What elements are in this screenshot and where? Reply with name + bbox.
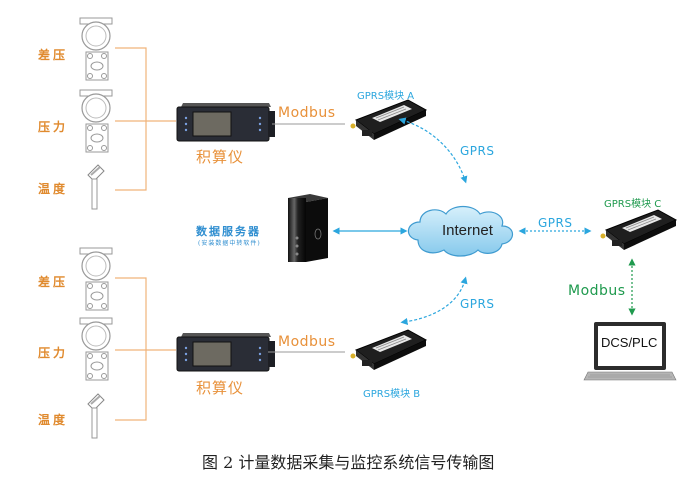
group-b-sensors bbox=[79, 247, 176, 439]
gprs-label-c: GPRS bbox=[538, 216, 573, 230]
group-a-sensors bbox=[79, 17, 176, 210]
gprs-label-a: GPRS bbox=[460, 144, 495, 158]
pressure-transmitter-icon bbox=[79, 89, 113, 153]
pressure-transmitter-icon bbox=[79, 17, 113, 81]
gprs-module-c-label: GPRS模块 C bbox=[604, 199, 662, 210]
pressure-transmitter-icon bbox=[79, 247, 113, 311]
temperature-sensor-icon bbox=[87, 164, 105, 210]
flow-computer-icon bbox=[176, 103, 275, 142]
sensor-wires bbox=[115, 47, 176, 191]
modbus-label-c: Modbus bbox=[568, 283, 626, 299]
flow-computer-label-b: 积算仪 bbox=[196, 379, 245, 397]
temperature-sensor-icon bbox=[87, 393, 105, 439]
dcs-plc-label: DCS/PLC bbox=[601, 335, 658, 350]
modbus-label-b: Modbus bbox=[278, 334, 336, 350]
gprs-module-c-icon bbox=[600, 209, 678, 250]
gprs-link-b[interactable] bbox=[400, 276, 468, 326]
server-title: 数据服务器 bbox=[196, 225, 261, 238]
sensor-label-temperature-a: 温度 bbox=[38, 182, 69, 196]
gprs-module-b-icon bbox=[350, 329, 428, 370]
sensor-label-diff-pressure-a: 差压 bbox=[38, 48, 69, 62]
gprs-module-a-label: GPRS模块 A bbox=[357, 91, 415, 102]
internet-cloud-icon bbox=[407, 205, 514, 257]
figure-caption: 图 2 计量数据采集与监控系统信号传输图 bbox=[202, 453, 495, 472]
sensor-label-pressure-b: 压力 bbox=[38, 346, 69, 360]
sensor-label-pressure-a: 压力 bbox=[38, 120, 69, 134]
sensor-label-temperature-b: 温度 bbox=[38, 413, 69, 427]
server-tower-icon bbox=[288, 194, 328, 262]
modbus-label-a: Modbus bbox=[278, 105, 336, 121]
sensor-wires bbox=[115, 277, 176, 421]
flow-computer-label-a: 积算仪 bbox=[196, 148, 245, 166]
gprs-module-a-icon bbox=[350, 99, 428, 140]
gprs-label-b: GPRS bbox=[460, 297, 495, 311]
pressure-transmitter-icon bbox=[79, 317, 113, 381]
laptop-icon bbox=[583, 322, 677, 381]
flow-computer-icon bbox=[176, 333, 275, 372]
gprs-link-a[interactable] bbox=[398, 117, 468, 184]
internet-label: Internet bbox=[442, 222, 493, 239]
sensor-label-diff-pressure-b: 差压 bbox=[38, 275, 69, 289]
server-subtitle: (安装数据中转软件) bbox=[198, 240, 261, 247]
gprs-module-b-label: GPRS模块 B bbox=[363, 389, 421, 400]
